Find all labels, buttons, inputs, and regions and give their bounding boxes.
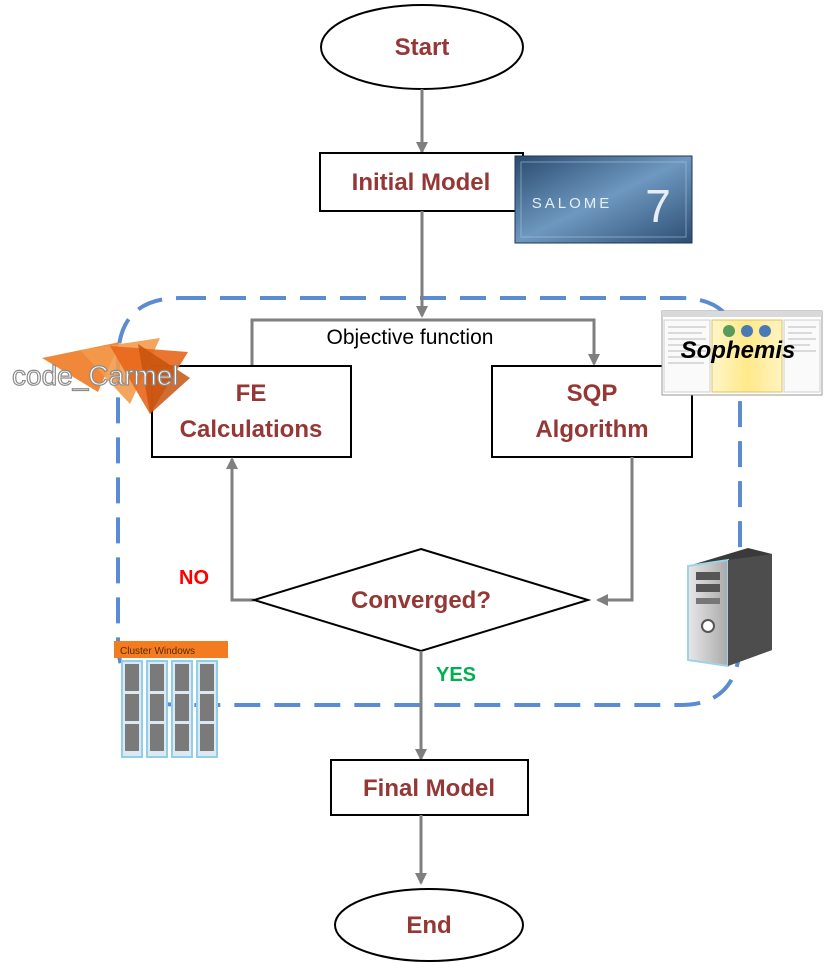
cluster-server-column-4: [196, 660, 218, 758]
salome-logo-text: SALOME: [532, 195, 613, 212]
fe-label-line1: FE: [236, 380, 267, 407]
salome-logo-icon: SALOME 7: [514, 155, 693, 244]
cluster-server-column-1: [121, 660, 143, 758]
fe-calculations-node: FE Calculations: [151, 365, 352, 458]
objective-function-label: Objective function: [327, 326, 494, 349]
computer-tower-icon: [687, 548, 772, 668]
sophemis-text: Sophemis: [681, 337, 796, 364]
sqp-label-line2: Algorithm: [535, 416, 648, 443]
arrow-objective-function: [250, 318, 600, 366]
cluster-server-column-3: [171, 660, 193, 758]
start-label: Start: [395, 34, 450, 61]
final-model-node: Final Model: [330, 759, 529, 816]
arrow-sqp-to-decision: [596, 457, 634, 606]
end-label: End: [406, 912, 451, 939]
no-label: NO: [179, 567, 209, 589]
cluster-windows-text: Cluster Windows: [120, 646, 195, 657]
sophemis-screenshot-icon: Sophemis: [661, 310, 823, 396]
initial-model-node: Initial Model: [319, 152, 524, 212]
initial-model-label: Initial Model: [352, 169, 491, 196]
fe-label-line2: Calculations: [180, 416, 323, 443]
sqp-label-line1: SQP: [567, 380, 618, 407]
end-node: End: [334, 888, 524, 962]
cluster-server-column-2: [146, 660, 168, 758]
converged-decision-node: Converged?: [250, 547, 592, 653]
decision-label: Converged?: [351, 587, 491, 614]
start-node: Start: [320, 4, 524, 90]
cluster-windows-icon: Cluster Windows: [114, 641, 228, 758]
arrow-decision-to-fe: [226, 457, 254, 602]
code-carmel-text: code_Carmel: [12, 360, 179, 391]
yes-label: YES: [436, 664, 476, 686]
salome-version-text: 7: [645, 180, 671, 232]
code-carmel-logo-icon: code_Carmel: [11, 338, 190, 414]
sqp-algorithm-node: SQP Algorithm: [491, 365, 693, 458]
final-model-label: Final Model: [363, 775, 495, 802]
